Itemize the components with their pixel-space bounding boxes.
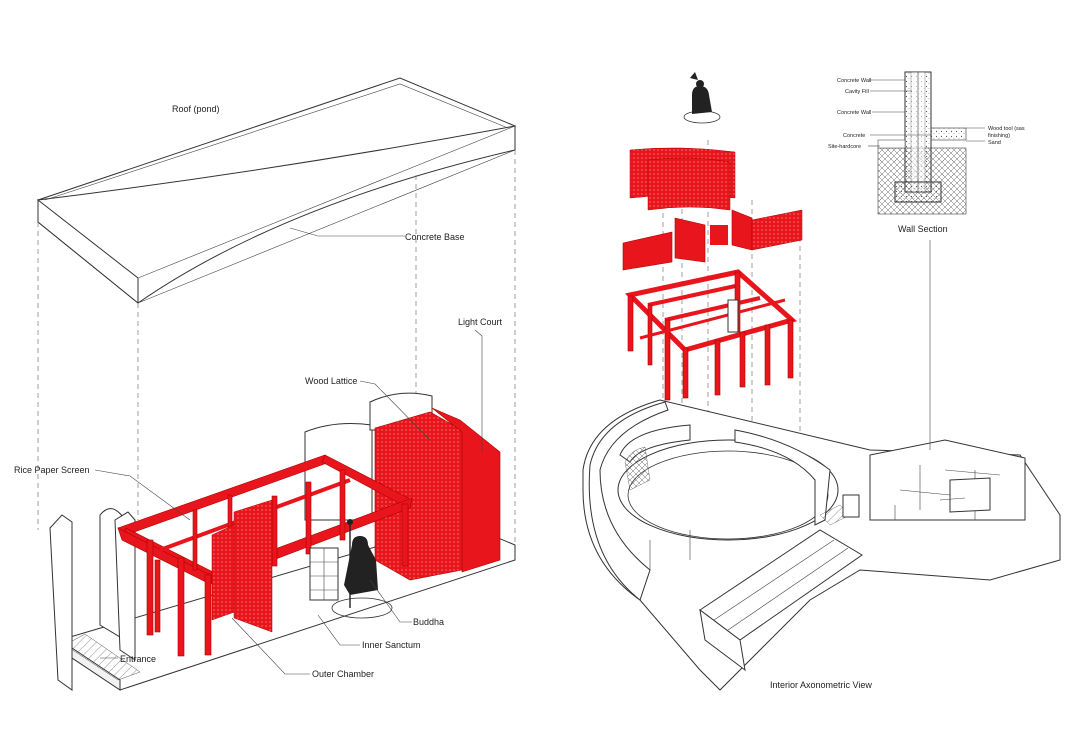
left-exploded-axonometric: Roof (pond) Concrete Base Light Court Wo… <box>14 77 517 691</box>
leader-lines-left <box>94 227 483 675</box>
wood-lattice-frame <box>117 454 413 657</box>
label-site-hardcore: Site-hardcore <box>828 144 861 150</box>
label-sand: Sand <box>988 140 1001 146</box>
right-exploded-axonometric: Concrete Wall Cavity Fill Concrete Wall … <box>582 71 1061 691</box>
building-plan-base <box>582 399 1061 691</box>
roof-slab <box>36 77 517 305</box>
inner-sanctum-shelf <box>309 547 339 601</box>
label-concrete-wall-top: Concrete Wall <box>837 78 871 84</box>
lattice-columns <box>146 469 409 657</box>
left-labels: Roof (pond) Concrete Base Light Court Wo… <box>14 104 503 679</box>
label-concrete-wall: Concrete Wall <box>837 110 871 116</box>
label-buddha: Buddha <box>413 617 444 627</box>
wall-section-detail: Concrete Wall Cavity Fill Concrete Wall … <box>828 71 1025 450</box>
label-roof: Roof (pond) <box>172 104 220 114</box>
label-wood-tool: Wood tool (sas <box>988 126 1025 132</box>
label-entrance: Entrance <box>120 654 156 664</box>
wall-section-title: Wall Section <box>898 224 948 234</box>
buddha-top <box>683 72 721 124</box>
entrance-wall <box>49 508 136 691</box>
label-wood-tool-2: finishing) <box>988 133 1010 139</box>
label-concrete-base: Concrete Base <box>405 232 465 242</box>
caption-interior-axonometric: Interior Axonometric View <box>770 680 872 690</box>
label-concrete: Concrete <box>843 133 865 139</box>
label-wood-lattice: Wood Lattice <box>305 376 357 386</box>
projection-lines-left <box>37 150 516 550</box>
label-outer-chamber: Outer Chamber <box>312 669 374 679</box>
label-rice-paper-screen: Rice Paper Screen <box>14 465 90 475</box>
label-light-court: Light Court <box>458 317 503 327</box>
light-court-panels <box>374 407 501 581</box>
label-cavity-fill: Cavity Fill <box>845 89 869 95</box>
exploded-lattice-panels <box>622 147 803 271</box>
label-inner-sanctum: Inner Sanctum <box>362 640 421 650</box>
buddha-figure <box>331 519 393 619</box>
lattice-frame-right <box>624 269 798 401</box>
